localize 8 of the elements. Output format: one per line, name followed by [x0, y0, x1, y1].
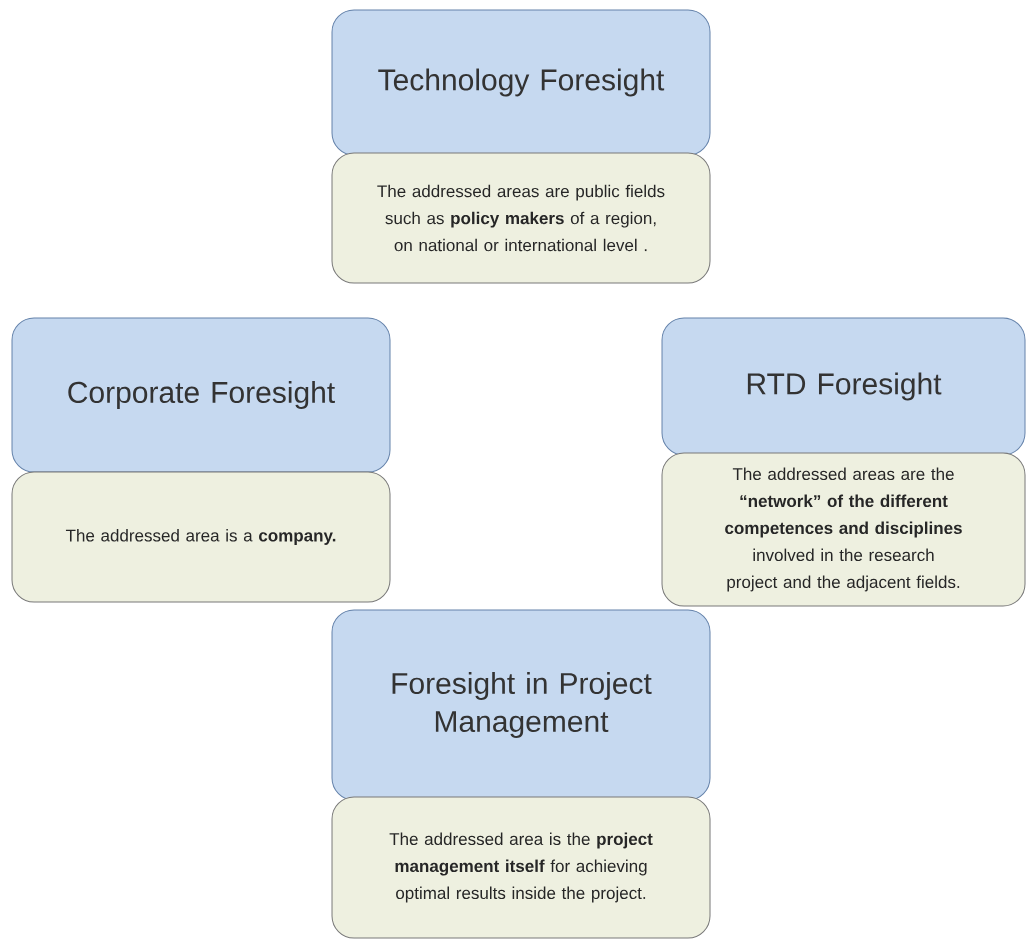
title-box: Technology Foresight	[331, 9, 711, 156]
title-box: Foresight in Project Management	[331, 609, 711, 801]
title-box: RTD Foresight	[661, 317, 1026, 456]
text-box: The addressed area is the project management itself for achieving optimal results inside the project.	[331, 796, 711, 939]
text-box: The addressed areas are the “network” of the different competences and disciplines involved in the research project and the adjacent fields.	[661, 452, 1026, 607]
text-box: The addressed area is a company.	[11, 471, 391, 603]
title-box: Corporate Foresight	[11, 317, 391, 473]
text-box: The addressed areas are public fields such as policy makers of a region, on national or international level .	[331, 152, 711, 284]
